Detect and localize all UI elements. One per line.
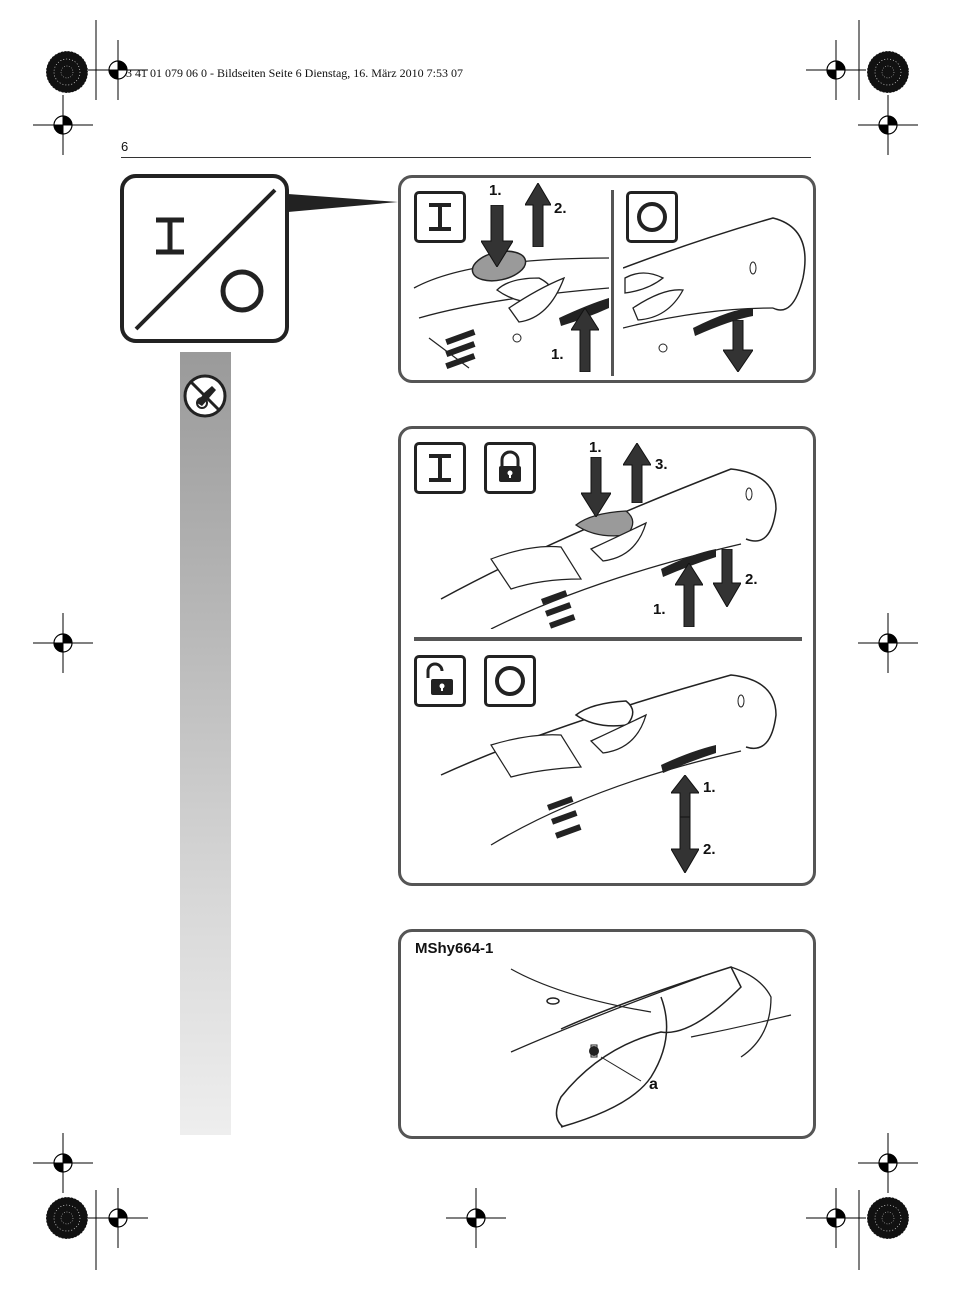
step-label: 1. <box>653 601 666 618</box>
off-symbol-icon <box>484 655 536 707</box>
print-info-header: 3 41 01 079 06 0 - Bildseiten Seite 6 Di… <box>126 66 463 80</box>
step-label: 2. <box>745 571 758 588</box>
step-label: 1. <box>489 182 502 199</box>
guard-detail-illustration <box>510 966 792 1128</box>
padlock-open-icon <box>414 655 466 707</box>
grinder-illustration-unlock <box>440 674 777 846</box>
model-detail-panel: MShy664-1 a <box>398 929 816 1139</box>
arrow-up-icon <box>571 308 599 372</box>
on-symbol-icon <box>414 442 466 494</box>
page-number: 6 <box>121 139 129 154</box>
arrow-down-icon <box>723 320 753 372</box>
arrow-down-icon <box>713 549 741 607</box>
arrow-down-icon <box>671 817 699 873</box>
step-label: 2. <box>703 841 716 858</box>
off-symbol-icon <box>626 191 678 243</box>
grinder-illustration-lock <box>440 468 777 629</box>
step-label: 2. <box>554 200 567 217</box>
arrow-down-icon <box>481 205 513 267</box>
part-label: a <box>649 1076 658 1093</box>
arrow-up-icon <box>525 183 551 247</box>
grinder-illustration-on <box>413 257 609 370</box>
model-label: MShy664-1 <box>415 940 494 957</box>
on-off-switch-icon <box>120 174 398 343</box>
step-label: 1. <box>703 779 716 796</box>
arrow-down-icon <box>581 457 611 517</box>
do-not-use-icon <box>183 374 227 418</box>
arrow-up-icon <box>623 443 651 503</box>
on-symbol-icon <box>414 191 466 243</box>
arrow-up-icon <box>671 775 699 817</box>
step-label: 1. <box>589 439 602 456</box>
arrow-up-icon <box>675 563 703 627</box>
header-divider <box>121 157 811 158</box>
switch-on-off-panel: 1. 2. 1. <box>398 175 816 383</box>
panel-divider <box>611 190 614 376</box>
sidebar-gradient-bar <box>180 352 231 1135</box>
grinder-illustration-off <box>623 217 806 353</box>
panel-divider <box>414 637 802 641</box>
step-label: 3. <box>655 456 668 473</box>
padlock-closed-icon <box>484 442 536 494</box>
step-label: 1. <box>551 346 564 363</box>
switch-lock-panel: 1. 3. 2. 1. 1. 2. <box>398 426 816 886</box>
